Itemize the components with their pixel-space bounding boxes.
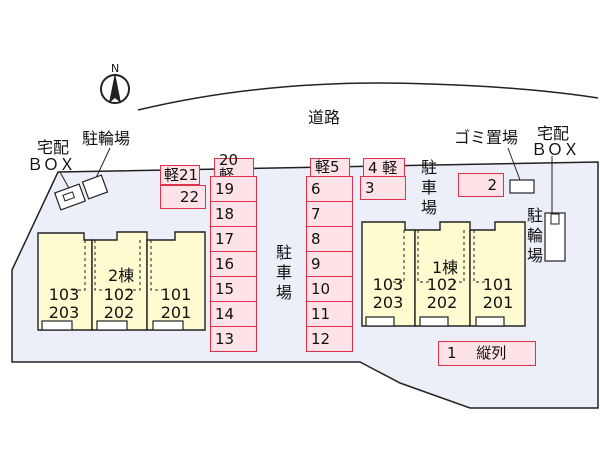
unit-number-upper: 103 — [48, 285, 80, 304]
parking-space-right-4: 4 軽 — [363, 158, 405, 178]
bike-parking-left-label: 駐輪場 — [82, 129, 131, 148]
building-right-outline — [361, 221, 526, 327]
parking-space-col-b-5: 10 — [306, 276, 353, 302]
parking-space-col-a-4: 16 — [210, 251, 257, 277]
garbage-station-structure — [509, 179, 535, 194]
unit-number-upper: 101 — [482, 275, 514, 294]
parking-space-col-b-4: 9 — [306, 251, 353, 277]
parking-space-right-2: 2 — [458, 173, 504, 197]
delivery-box-left-label-line1: 宅配 — [37, 138, 70, 157]
bike-parking-right-label: 駐輪場 — [526, 206, 543, 265]
parking-space-col-b-1: 6 — [306, 176, 353, 202]
parking-space-col-a-0: 20軽 — [214, 152, 254, 182]
road-edge-line — [137, 82, 599, 111]
parking-space-col-b-2: 7 — [306, 201, 353, 227]
unit-number-lower: 202 — [103, 303, 135, 322]
leader-line-bike-left — [94, 147, 111, 181]
delivery-box-left-label-line2: ＢＯＸ — [27, 155, 76, 174]
parking-space-left-2: 22 — [160, 185, 206, 209]
delivery-box-right-label-line1: 宅配 — [537, 124, 570, 143]
garbage-station-label: ゴミ置場 — [454, 128, 519, 147]
parking-space-col-b-0: 軽5 — [310, 158, 350, 177]
building-right-dashed-lines — [392, 230, 486, 283]
unit-number-lower: 201 — [482, 293, 514, 312]
parking-space-col-a-2: 18 — [210, 201, 257, 227]
parking-space-col-a-5: 15 — [210, 276, 257, 302]
unit-number-lower: 201 — [160, 303, 192, 322]
parking-space-col-a-6: 14 — [210, 301, 257, 327]
compass-n-label: N — [111, 62, 120, 75]
unit-number-lower: 203 — [48, 303, 80, 322]
parking-space-col-b-6: 11 — [306, 301, 353, 327]
parking-space-col-a-1: 19 — [210, 176, 257, 202]
parking-label-center: 駐車場 — [275, 243, 292, 302]
unit-number-upper: 101 — [160, 285, 192, 304]
unit-number-lower: 203 — [372, 293, 404, 312]
bike-shed-left-structure — [81, 174, 109, 200]
building-left-balconies — [41, 320, 184, 331]
parking-space-col-b-7: 12 — [306, 326, 353, 352]
parking-space-left-1: 軽21 — [160, 165, 200, 185]
parking-space-col-b-3: 8 — [306, 226, 353, 252]
building-left-name: 2棟 — [108, 266, 135, 285]
parking-space-col-a-7: 13 — [210, 326, 257, 352]
building-left-outline — [37, 231, 206, 331]
parking-space-right-3: 3 — [360, 176, 406, 200]
leader-line-delivery-left — [59, 171, 71, 191]
parking-space-col-a-3: 17 — [210, 226, 257, 252]
north-arrow-compass-icon — [100, 73, 130, 104]
delivery-box-right-label-line2: ＢＯＸ — [531, 140, 580, 159]
delivery-box-right-inner — [550, 213, 560, 225]
building-left-dashed-lines — [72, 240, 162, 291]
unit-number-upper: 103 — [372, 275, 404, 294]
building-right-name: 1棟 — [432, 258, 459, 277]
parking-space-right-1-tandem: 1 縦列 — [438, 341, 536, 366]
unit-number-upper: 102 — [103, 285, 135, 304]
unit-number-upper: 102 — [426, 275, 458, 294]
building-right-balconies — [365, 316, 505, 327]
parking-label-right: 駐車場 — [420, 158, 437, 217]
delivery-box-left-inner — [62, 191, 76, 202]
unit-number-lower: 202 — [426, 293, 458, 312]
bike-shed-right-structure — [544, 212, 566, 262]
leader-line-garbage — [507, 147, 521, 181]
road-label: 道路 — [308, 108, 341, 127]
